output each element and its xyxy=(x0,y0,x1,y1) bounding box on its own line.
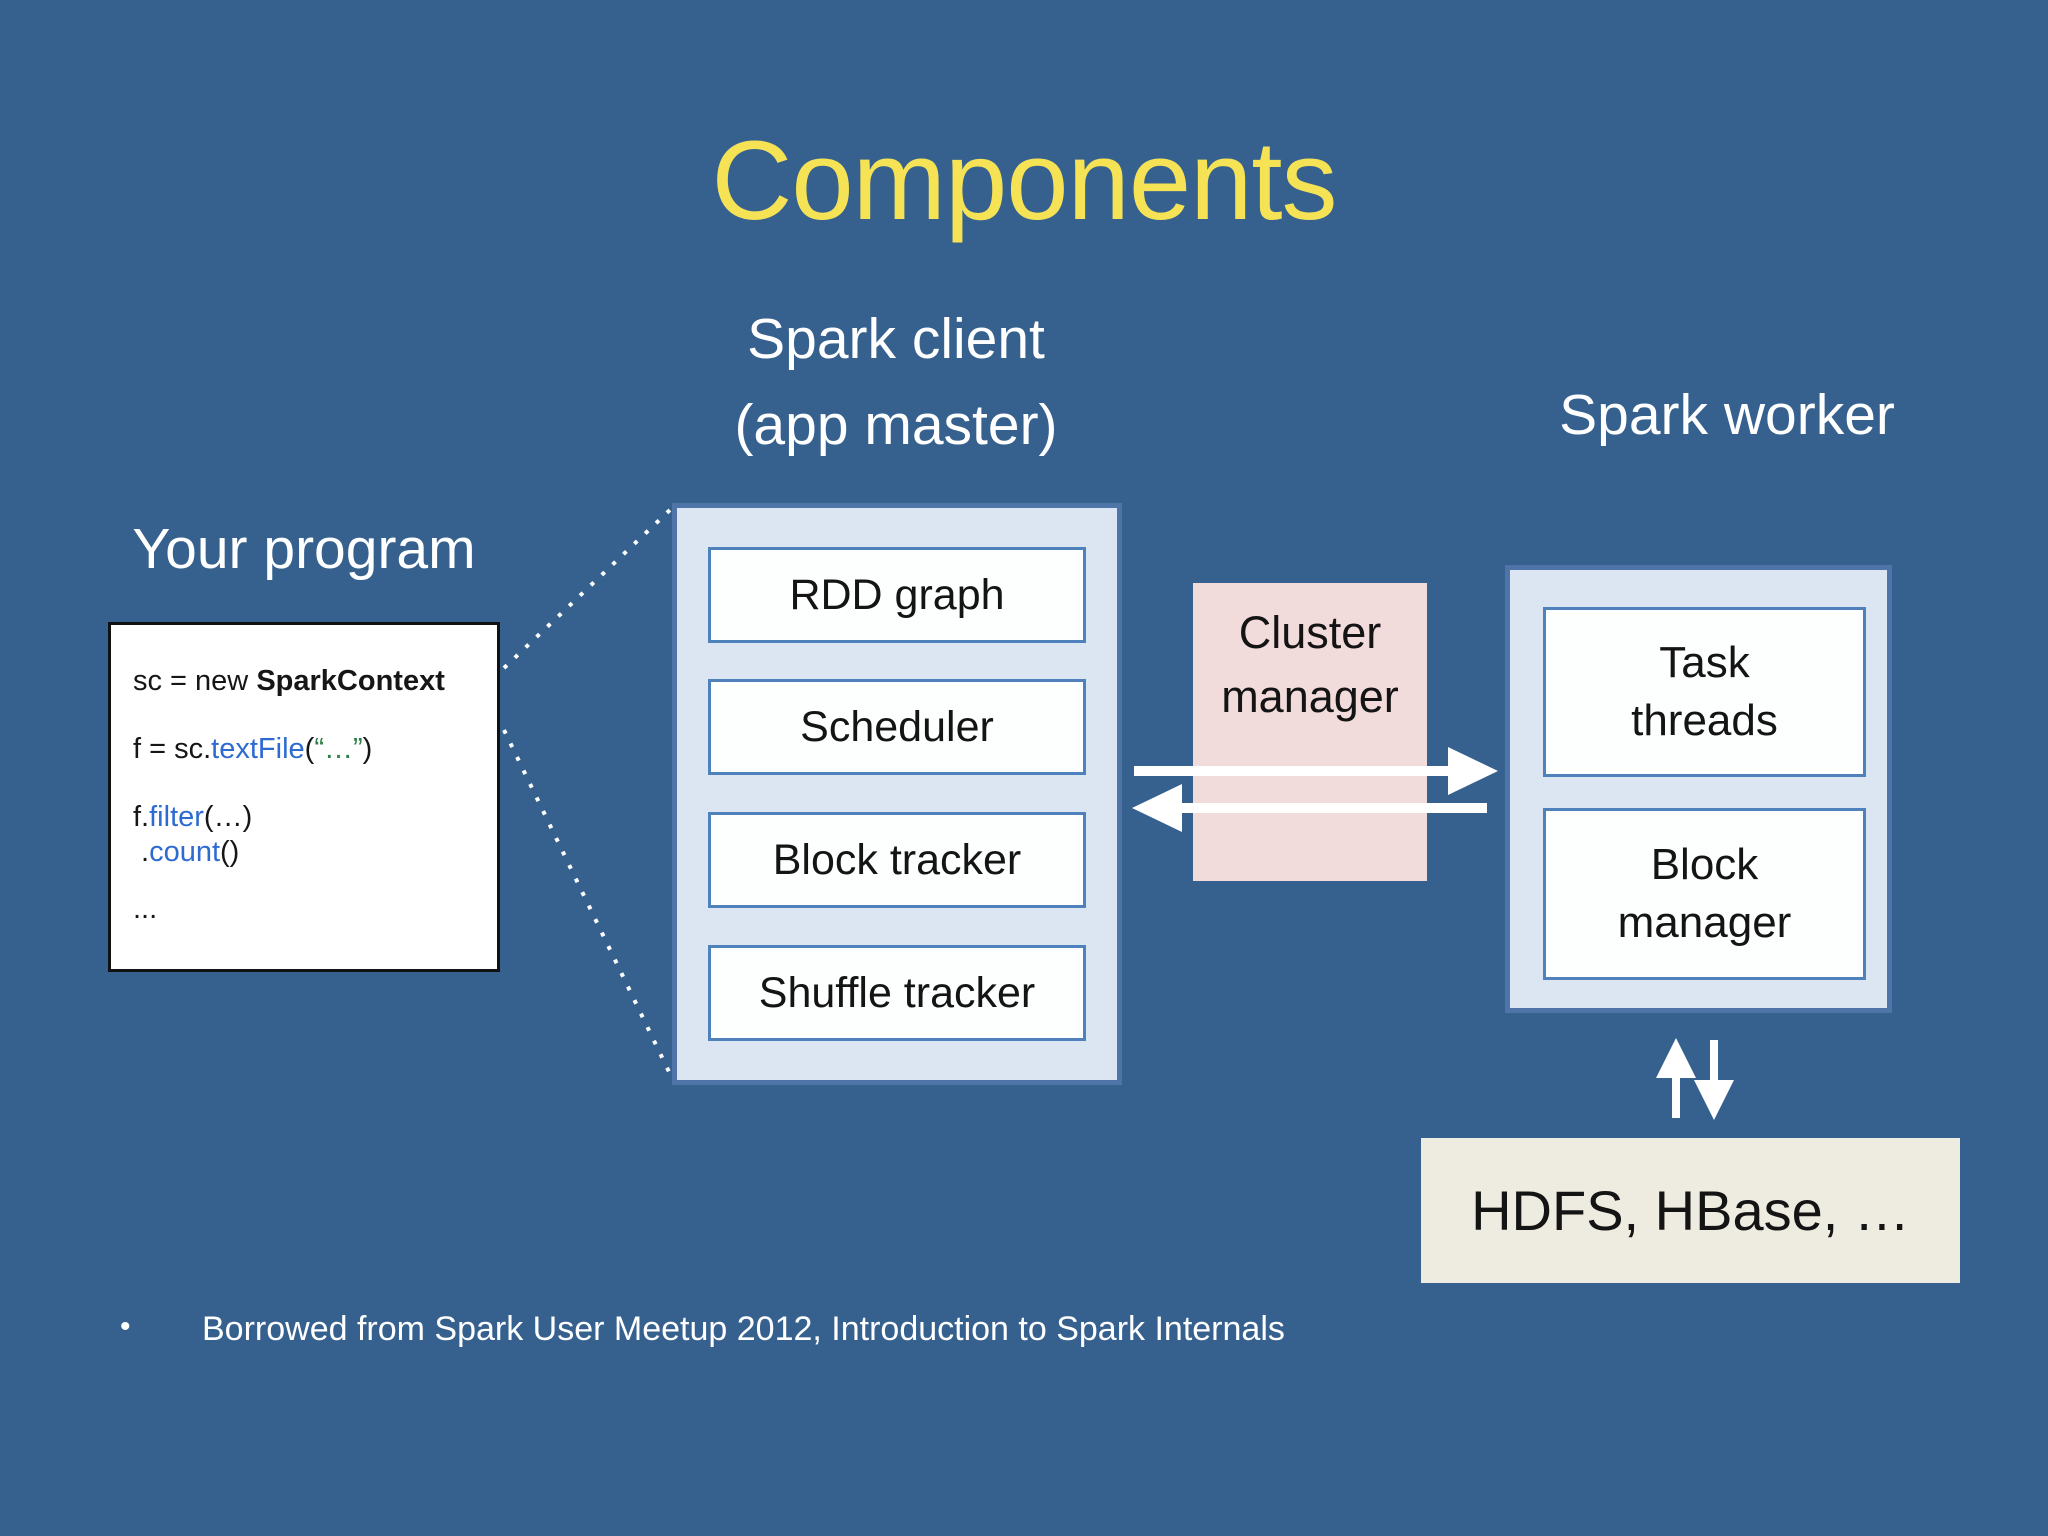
code-token: f. xyxy=(133,801,150,833)
storage-label: HDFS, HBase, … xyxy=(1471,1179,1910,1242)
spark-worker-box: Task threads Block manager xyxy=(1505,565,1892,1013)
code-token: () xyxy=(220,836,240,868)
code-token: (…) xyxy=(203,801,253,833)
scheduler-box: Scheduler xyxy=(708,679,1086,775)
footer-note: • Borrowed from Spark User Meetup 2012, … xyxy=(120,1310,1820,1349)
spark-client-header-line2: (app master) xyxy=(734,393,1058,457)
task-threads-label-line1: Task xyxy=(1659,638,1750,687)
cluster-manager-label-line2: manager xyxy=(1221,671,1399,722)
code-token: ... xyxy=(133,893,158,925)
program-code-box: sc = new SparkContext f = sc.textFile(“…… xyxy=(108,622,500,972)
your-program-header: Your program xyxy=(132,517,476,581)
code-token: . xyxy=(141,836,150,868)
code-token: “…” xyxy=(314,733,363,765)
page-title: Components xyxy=(711,118,1337,243)
block-tracker-box: Block tracker xyxy=(708,812,1086,908)
code-token: count xyxy=(149,836,221,868)
arrow-down-head-icon xyxy=(1694,1080,1734,1120)
spark-worker-header: Spark worker xyxy=(1559,383,1895,447)
code-token: textFile xyxy=(211,733,305,765)
code-line-5: ... xyxy=(133,893,157,926)
code-token: ) xyxy=(362,733,373,765)
cluster-manager-label-line1: Cluster xyxy=(1238,607,1382,658)
footer-text: Borrowed from Spark User Meetup 2012, In… xyxy=(202,1310,1285,1348)
code-line-4: .count() xyxy=(141,836,239,869)
footer-bullet: • xyxy=(120,1310,131,1343)
spark-client-box: RDD graph Scheduler Block tracker Shuffl… xyxy=(672,503,1122,1085)
spark-client-header: Spark client (app master) xyxy=(671,296,1121,468)
code-token: SparkContext xyxy=(256,665,445,697)
cluster-manager-box: Cluster manager xyxy=(1193,583,1427,881)
arrow-up-head-icon xyxy=(1656,1038,1696,1078)
block-manager-box: Block manager xyxy=(1543,808,1866,980)
dotted-line-bottom-icon xyxy=(502,729,674,1079)
storage-box: HDFS, HBase, … xyxy=(1421,1138,1960,1283)
spark-client-header-line1: Spark client xyxy=(747,307,1045,371)
task-threads-label-line2: threads xyxy=(1631,696,1778,745)
rdd-graph-box: RDD graph xyxy=(708,547,1086,643)
code-token: filter xyxy=(149,801,204,833)
task-threads-box: Task threads xyxy=(1543,607,1866,777)
arrow-left-head-icon xyxy=(1132,784,1182,832)
code-token: sc = new xyxy=(133,665,257,697)
code-token: f = sc. xyxy=(133,733,212,765)
code-line-1: sc = new SparkContext xyxy=(133,665,445,698)
code-line-2: f = sc.textFile(“…”) xyxy=(133,733,372,766)
shuffle-tracker-box: Shuffle tracker xyxy=(708,945,1086,1041)
code-token: ( xyxy=(304,733,315,765)
arrow-right-head-icon xyxy=(1448,747,1498,795)
dotted-line-top-icon xyxy=(502,506,674,670)
block-manager-label-line1: Block xyxy=(1650,840,1759,889)
code-line-3: f.filter(…) xyxy=(133,801,252,834)
block-manager-label-line2: manager xyxy=(1617,898,1792,947)
